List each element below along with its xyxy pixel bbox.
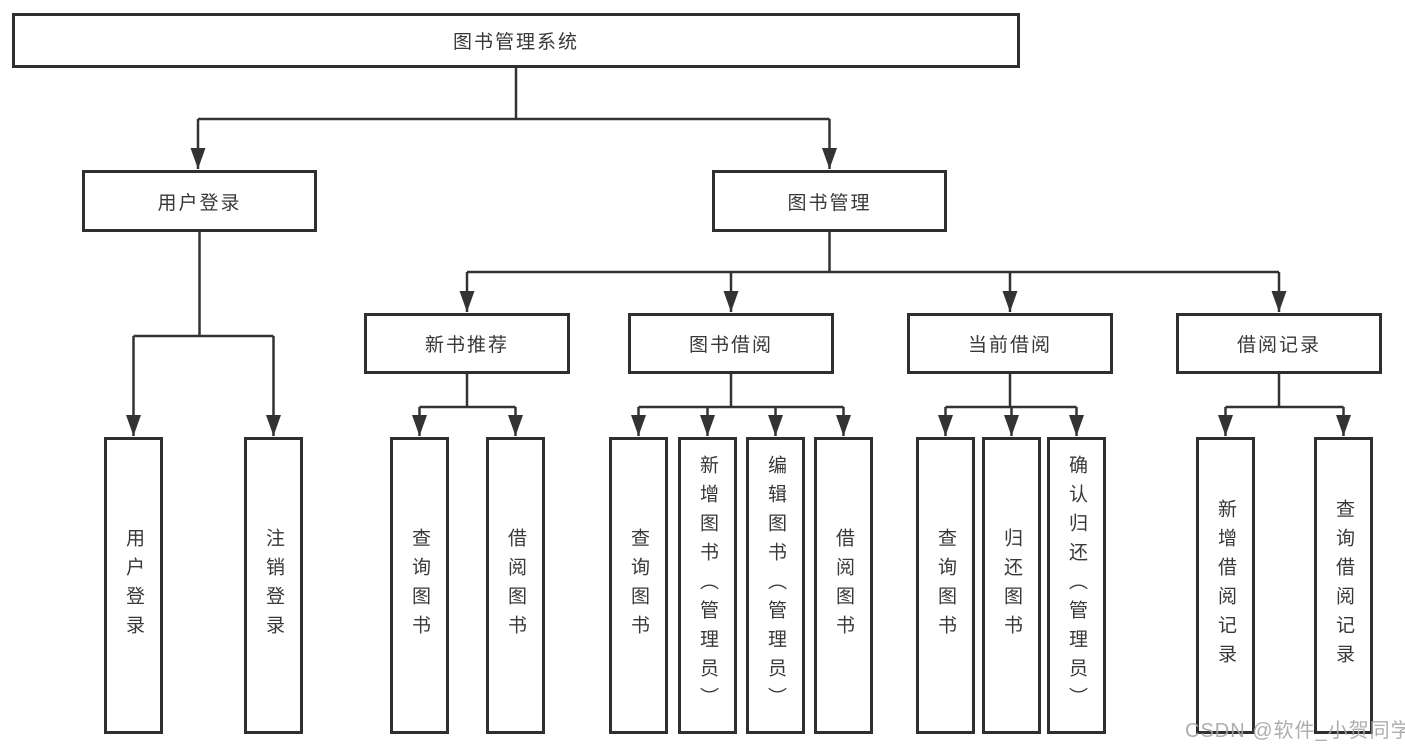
node-root: 图书管理系统 xyxy=(12,13,1020,68)
leaf-borrow-query-books: 查询图书 xyxy=(609,437,668,734)
node-borrow-record: 借阅记录 xyxy=(1176,313,1382,374)
leaf-logout-label: 注销登录 xyxy=(263,527,284,644)
leaf-query-borrow-record-label: 查询借阅记录 xyxy=(1333,498,1354,673)
leaf-current-query-books-label: 查询图书 xyxy=(935,527,956,644)
node-book-management: 图书管理 xyxy=(712,170,947,232)
node-current-borrow-label: 当前借阅 xyxy=(967,335,1052,356)
leaf-confirm-return-admin-label: 确认归还（管理员） xyxy=(1066,455,1087,716)
node-book-borrow-label: 图书借阅 xyxy=(688,335,773,356)
leaf-user-login-label: 用户登录 xyxy=(123,527,144,644)
node-borrow-record-label: 借阅记录 xyxy=(1236,335,1321,356)
leaf-borrow-query-books-label: 查询图书 xyxy=(628,527,649,644)
leaf-current-query-books: 查询图书 xyxy=(916,437,975,734)
node-new-book-recommend-label: 新书推荐 xyxy=(424,335,509,356)
node-user-login: 用户登录 xyxy=(82,170,317,232)
leaf-add-book-admin: 新增图书（管理员） xyxy=(678,437,737,734)
leaf-logout: 注销登录 xyxy=(244,437,303,734)
leaf-add-borrow-record-label: 新增借阅记录 xyxy=(1215,498,1236,673)
node-root-label: 图书管理系统 xyxy=(452,32,579,53)
leaf-edit-book-admin-label: 编辑图书（管理员） xyxy=(765,455,786,716)
node-new-book-recommend: 新书推荐 xyxy=(364,313,570,374)
node-current-borrow: 当前借阅 xyxy=(907,313,1113,374)
leaf-confirm-return-admin: 确认归还（管理员） xyxy=(1047,437,1106,734)
leaf-return-book: 归还图书 xyxy=(982,437,1041,734)
leaf-borrow-book-label: 借阅图书 xyxy=(833,527,854,644)
leaf-newbook-query-books: 查询图书 xyxy=(390,437,449,734)
leaf-edit-book-admin: 编辑图书（管理员） xyxy=(746,437,805,734)
leaf-return-book-label: 归还图书 xyxy=(1001,527,1022,644)
leaf-query-borrow-record: 查询借阅记录 xyxy=(1314,437,1373,734)
node-book-management-label: 图书管理 xyxy=(787,192,872,214)
node-user-login-label: 用户登录 xyxy=(157,192,242,214)
node-book-borrow: 图书借阅 xyxy=(628,313,834,374)
leaf-newbook-borrow-books: 借阅图书 xyxy=(486,437,545,734)
leaf-add-borrow-record: 新增借阅记录 xyxy=(1196,437,1255,734)
leaf-newbook-query-books-label: 查询图书 xyxy=(409,527,430,644)
leaf-borrow-book: 借阅图书 xyxy=(814,437,873,734)
leaf-user-login: 用户登录 xyxy=(104,437,163,734)
leaf-newbook-borrow-books-label: 借阅图书 xyxy=(505,527,526,644)
csdn-watermark: CSDN @软件_小贺同学 xyxy=(1185,720,1405,742)
leaf-add-book-admin-label: 新增图书（管理员） xyxy=(697,455,718,716)
